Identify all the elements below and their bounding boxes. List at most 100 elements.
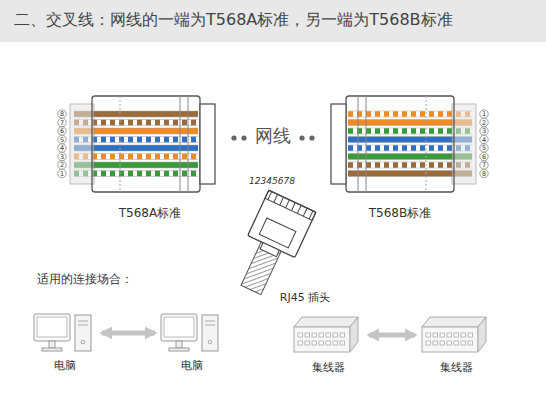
plug-cable (241, 240, 282, 295)
plug-front (200, 104, 215, 184)
standard-label: T568A标准 (119, 207, 181, 219)
pin-circles (58, 110, 488, 178)
pin-circle (480, 169, 488, 177)
port (305, 341, 310, 345)
plug-body (92, 96, 200, 192)
pin-circle (480, 135, 488, 143)
plug-contacts (265, 190, 316, 220)
plug-latch (260, 243, 279, 257)
port (333, 341, 338, 345)
port (447, 333, 452, 337)
rj45-plug (227, 190, 316, 301)
device-label: 电脑 (160, 358, 224, 373)
port (440, 341, 445, 345)
pin-order: 12345678 (249, 177, 295, 186)
pin-circle (480, 118, 488, 126)
power-button (208, 340, 212, 344)
pin-number: 7 (482, 162, 486, 169)
port (461, 341, 466, 345)
port (454, 333, 459, 337)
port (340, 333, 345, 337)
contact-line (180, 96, 181, 192)
title: 二、交叉线：网线的一端为T568A标准，另一端为T568B标准 (14, 11, 453, 29)
monitor (161, 314, 197, 341)
stand-base (169, 348, 189, 351)
pin-number: 8 (482, 170, 486, 177)
hub-front (422, 327, 478, 352)
screen (37, 317, 67, 337)
pin-number: 4 (482, 136, 486, 143)
port (440, 333, 445, 337)
dot (241, 135, 246, 140)
pin-number: 2 (482, 119, 486, 126)
pin-circle (58, 127, 66, 135)
drive-slot (205, 321, 215, 322)
hub-node: 集线器 (420, 314, 492, 375)
port (333, 333, 338, 337)
pin-circle (480, 144, 488, 152)
pin-number: 3 (60, 153, 64, 160)
dot (231, 135, 236, 140)
hub-top (294, 317, 358, 327)
pin-number: 4 (60, 145, 64, 152)
pin-circle (480, 161, 488, 169)
plug-shell (248, 190, 316, 257)
tower (75, 315, 91, 351)
hub-icon (420, 314, 488, 356)
port (319, 333, 324, 337)
hub-top (422, 317, 486, 327)
device-label: 集线器 (292, 360, 364, 375)
drive-slot (205, 325, 215, 326)
pin-number: 5 (482, 145, 486, 152)
dot (309, 135, 314, 140)
pin-number: 6 (60, 128, 64, 135)
port (454, 341, 459, 345)
port (433, 341, 438, 345)
screen (164, 317, 194, 337)
crimp-line (120, 96, 121, 192)
plug-body (346, 96, 454, 192)
standard-label: T568B标准 (369, 207, 431, 219)
port (298, 341, 303, 345)
contact-line (366, 96, 367, 192)
hub-icon (292, 314, 360, 356)
pin-number: 1 (482, 111, 486, 118)
port (298, 333, 303, 337)
title-band (0, 0, 546, 42)
pin-circle (58, 135, 66, 143)
computer-node: 电脑 (33, 312, 97, 373)
hub-side (350, 317, 358, 352)
port (312, 341, 317, 345)
cable-label: 网线 (255, 127, 291, 145)
contact-line (358, 96, 359, 192)
pin-number: 5 (60, 136, 64, 143)
cable-jacket (452, 104, 476, 184)
usage-heading: 适用的连接场合： (37, 273, 133, 285)
port (305, 333, 310, 337)
hub-front (294, 327, 350, 352)
pin-circle (58, 169, 66, 177)
hub-node: 集线器 (292, 314, 364, 375)
pin-circle (480, 110, 488, 118)
port (326, 333, 331, 337)
device-label: 电脑 (33, 358, 97, 373)
power-button (81, 340, 85, 344)
double-arrow (102, 331, 155, 336)
drive-slot (78, 325, 88, 326)
drive-slot (78, 321, 88, 322)
pin-circle (58, 144, 66, 152)
hub-side (478, 317, 486, 352)
stand-base (42, 348, 62, 351)
computer-icon (160, 312, 220, 354)
pin-circle (58, 110, 66, 118)
pin-number: 7 (60, 119, 64, 126)
wire-group (74, 114, 472, 174)
port (433, 333, 438, 337)
pin-circle (480, 127, 488, 135)
port (326, 341, 331, 345)
port (426, 341, 431, 345)
pin-number: 6 (482, 153, 486, 160)
crimp-line (426, 96, 427, 192)
connector-b (331, 96, 476, 192)
connector-a (70, 96, 215, 192)
